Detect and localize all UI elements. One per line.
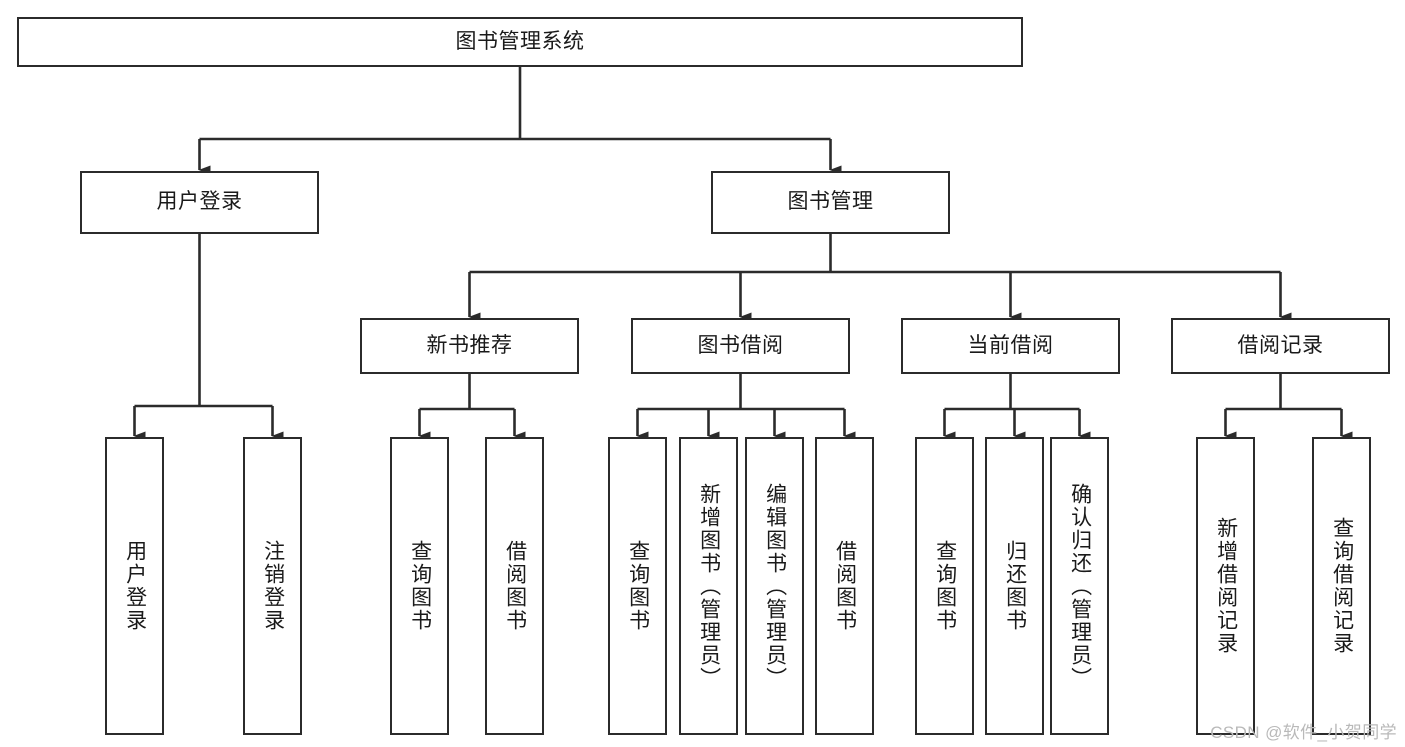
node-label: 借阅图书 bbox=[503, 540, 527, 632]
node-leaf11[interactable]: 确认归还（管理员） bbox=[1050, 437, 1109, 735]
node-leaf9[interactable]: 查询图书 bbox=[915, 437, 974, 735]
node-leaf2[interactable]: 注销登录 bbox=[243, 437, 302, 735]
node-label: 图书管理 bbox=[787, 190, 874, 214]
node-leaf13[interactable]: 查询借阅记录 bbox=[1312, 437, 1371, 735]
node-leaf12[interactable]: 新增借阅记录 bbox=[1196, 437, 1255, 735]
node-label: 图书管理系统 bbox=[455, 29, 585, 53]
node-bookmgmt[interactable]: 图书管理 bbox=[711, 171, 950, 234]
node-label: 借阅记录 bbox=[1237, 333, 1324, 357]
node-leaf1[interactable]: 用户登录 bbox=[105, 437, 164, 735]
node-label: 确认归还（管理员） bbox=[1068, 482, 1092, 690]
node-label: 注销登录 bbox=[261, 540, 285, 632]
node-current[interactable]: 当前借阅 bbox=[901, 318, 1120, 374]
node-label: 图书借阅 bbox=[697, 333, 784, 357]
node-label: 新增图书（管理员） bbox=[697, 482, 721, 690]
node-label: 新增借阅记录 bbox=[1214, 517, 1238, 655]
node-label: 借阅图书 bbox=[833, 540, 857, 632]
node-label: 查询图书 bbox=[933, 540, 957, 632]
node-newbook[interactable]: 新书推荐 bbox=[360, 318, 579, 374]
node-label: 当前借阅 bbox=[967, 333, 1054, 357]
node-leaf8[interactable]: 借阅图书 bbox=[815, 437, 874, 735]
node-label: 新书推荐 bbox=[426, 333, 513, 357]
node-label: 查询图书 bbox=[626, 540, 650, 632]
node-label: 编辑图书（管理员） bbox=[763, 482, 787, 690]
node-borrow[interactable]: 图书借阅 bbox=[631, 318, 850, 374]
node-leaf4[interactable]: 借阅图书 bbox=[485, 437, 544, 735]
node-root[interactable]: 图书管理系统 bbox=[17, 17, 1023, 67]
node-leaf6[interactable]: 新增图书（管理员） bbox=[679, 437, 738, 735]
node-records[interactable]: 借阅记录 bbox=[1171, 318, 1390, 374]
node-leaf5[interactable]: 查询图书 bbox=[608, 437, 667, 735]
node-leaf7[interactable]: 编辑图书（管理员） bbox=[745, 437, 804, 735]
node-label: 用户登录 bbox=[123, 540, 147, 632]
node-label: 归还图书 bbox=[1003, 540, 1027, 632]
node-label: 用户登录 bbox=[156, 190, 243, 214]
node-login[interactable]: 用户登录 bbox=[80, 171, 319, 234]
node-label: 查询借阅记录 bbox=[1330, 517, 1354, 655]
node-label: 查询图书 bbox=[408, 540, 432, 632]
node-leaf3[interactable]: 查询图书 bbox=[390, 437, 449, 735]
node-leaf10[interactable]: 归还图书 bbox=[985, 437, 1044, 735]
